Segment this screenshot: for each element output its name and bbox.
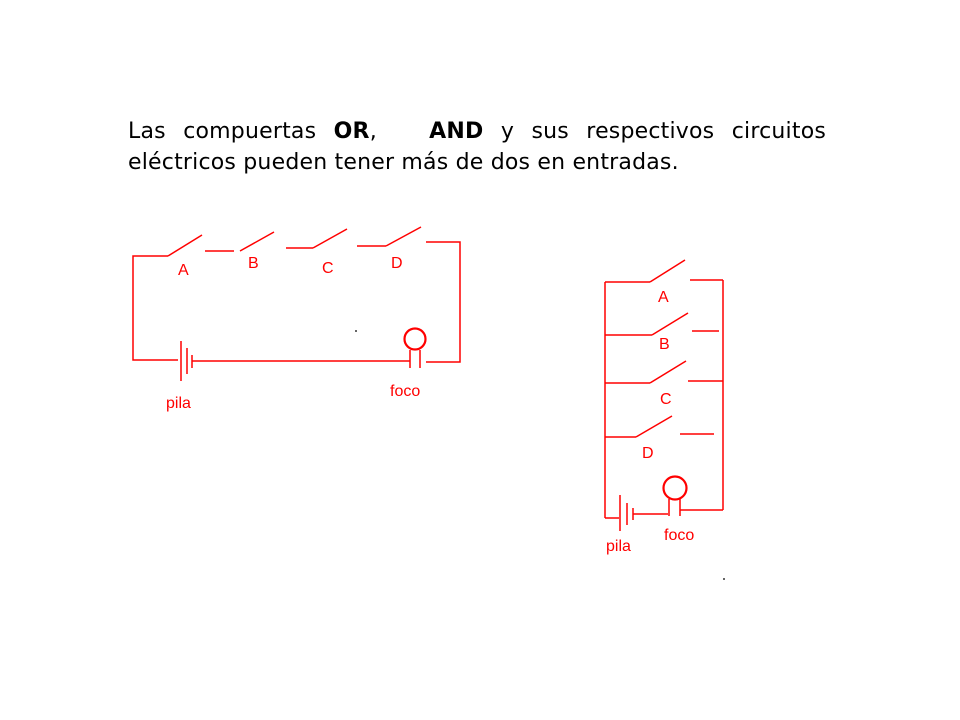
series-label-c: C [322,260,334,277]
parallel-label-c: C [660,391,672,408]
text-part-1: Las compuertas [128,119,334,144]
parallel-label-d: D [642,445,654,462]
series-switch-a [167,234,203,257]
stray-dot-2 [723,578,725,580]
description-text: Las compuertas OR, AND y sus respectivos… [128,116,826,178]
parallel-switch-a [649,259,686,283]
or-keyword: OR [333,119,370,144]
and-keyword: AND [429,119,484,144]
parallel-circuit [604,259,724,531]
series-bulb-label: foco [390,383,420,400]
parallel-switch-b [651,312,689,336]
series-labels: A B C D pila foco [166,255,420,412]
text-part-2: , [369,119,430,144]
parallel-switch-d [635,415,673,438]
parallel-bulb-label: foco [664,527,694,544]
parallel-labels: A B C D pila foco [606,289,694,555]
series-switch-d [385,226,422,247]
series-label-d: D [391,255,403,272]
series-wire-right [426,241,461,363]
parallel-label-a: A [658,289,669,306]
text-part-3: y sus respectivos circuitos eléctricos p… [128,119,827,175]
parallel-battery-label: pila [606,538,631,555]
series-label-b: B [248,255,259,272]
parallel-bulb [662,475,688,501]
series-circuit [132,226,461,381]
parallel-label-b: B [659,336,670,353]
series-bulb [403,327,427,351]
series-switch-b [239,231,275,252]
stray-dot-1 [355,330,357,332]
series-switch-c [312,228,348,249]
series-wire-left [132,255,178,361]
series-battery-label: pila [166,395,191,412]
parallel-switch-c [649,360,687,384]
series-label-a: A [178,262,189,279]
